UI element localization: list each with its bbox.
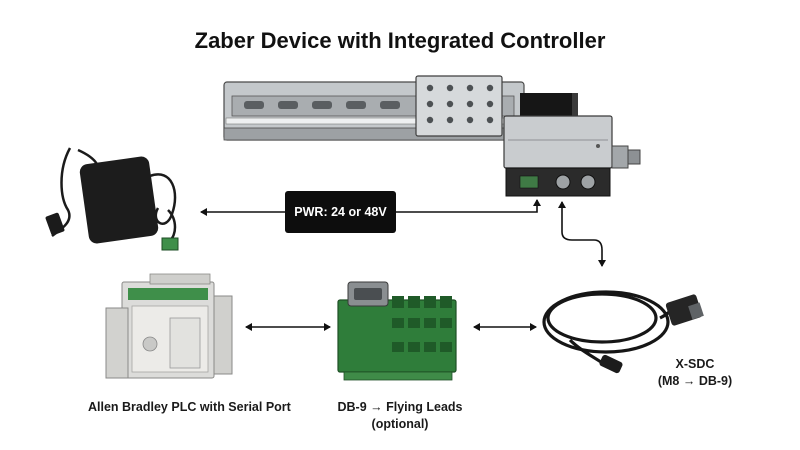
power-supply (45, 147, 179, 251)
xsdc-label-line1: X-SDC (675, 357, 715, 371)
power-label-box: PWR: 24 or 48V (285, 191, 396, 233)
xsdc-cable (542, 290, 704, 374)
db9-label-line1: DB-9 → Flying Leads (337, 400, 463, 414)
allen-bradley-plc (105, 273, 233, 379)
db9-terminal-block (337, 281, 457, 381)
xsdc-label-line2: (M8 → DB-9) (657, 374, 733, 388)
diagram-title: Zaber Device with Integrated Controller (194, 28, 606, 53)
device-to-xsdc-arrow (558, 201, 606, 267)
db9-label-line2: (optional) (371, 417, 429, 431)
zaber-stage-device (223, 75, 641, 197)
db9-label: DB-9 → Flying Leads (optional) (330, 399, 470, 433)
xsdc-label: X-SDC (M8 → DB-9) (645, 356, 745, 390)
plc-label: Allen Bradley PLC with Serial Port (88, 400, 291, 414)
